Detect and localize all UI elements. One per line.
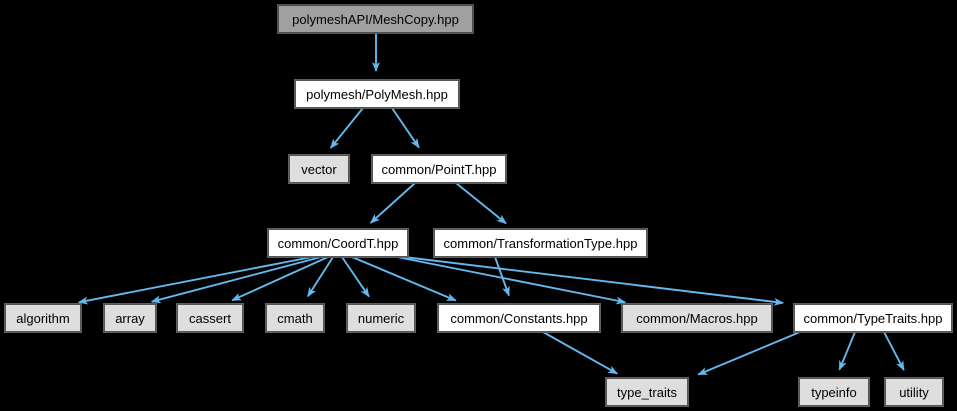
graph-node-coordt[interactable]: common/CoordT.hpp [267, 228, 409, 258]
graph-node-vector[interactable]: vector [288, 154, 350, 184]
graph-edge-coordt-to-numeric [341, 256, 370, 298]
graph-node-numeric[interactable]: numeric [346, 303, 416, 333]
graph-node-cassert[interactable]: cassert [176, 303, 244, 333]
graph-node-label: array [115, 310, 145, 326]
graph-node-label: polymesh/PolyMesh.hpp [306, 86, 448, 102]
graph-node-label: vector [301, 161, 337, 177]
graph-edge-coordt-to-macros [396, 256, 627, 305]
graph-node-polymesh[interactable]: polymesh/PolyMesh.hpp [294, 79, 460, 109]
graph-node-constants[interactable]: common/Constants.hpp [437, 303, 601, 333]
graph-edge-pointt-to-transftype [455, 182, 507, 225]
graph-edge-coordt-to-constants [351, 256, 457, 302]
graph-node-algorithm[interactable]: algorithm [4, 303, 82, 333]
graph-node-type_traits[interactable]: type_traits [605, 377, 689, 407]
graph-node-pointt[interactable]: common/PointT.hpp [371, 154, 507, 184]
graph-node-label: common/TypeTraits.hpp [803, 310, 943, 326]
graph-node-label: common/CoordT.hpp [277, 235, 399, 251]
graph-node-label: type_traits [617, 384, 677, 400]
graph-node-macros[interactable]: common/Macros.hpp [621, 303, 773, 333]
graph-edge-polymesh-to-pointt [391, 107, 420, 149]
graph-edge-polymesh-to-vector [329, 107, 364, 149]
graph-node-cmath[interactable]: cmath [265, 303, 325, 333]
graph-node-transftype[interactable]: common/TransformationType.hpp [433, 228, 648, 258]
graph-edge-transftype-to-constants [494, 256, 510, 297]
graph-node-label: cmath [277, 310, 313, 326]
graph-edge-coordt-to-array [150, 256, 322, 304]
graph-node-array[interactable]: array [103, 303, 157, 333]
graph-node-label: typeinfo [811, 384, 857, 400]
graph-node-label: common/TransformationType.hpp [443, 235, 638, 251]
graph-edge-typetraits-to-utility [883, 331, 905, 371]
graph-edge-coordt-to-algorithm [77, 256, 313, 305]
graph-edge-coordt-to-cmath [307, 256, 334, 298]
graph-edge-coordt-to-cassert [231, 256, 329, 302]
graph-edge-coordt-to-typetraits [403, 256, 785, 306]
graph-node-typeinfo[interactable]: typeinfo [798, 377, 870, 407]
graph-edge-pointt-to-coordt [369, 182, 416, 224]
graph-node-label: cassert [189, 310, 231, 326]
graph-node-label: numeric [357, 310, 405, 326]
graph-node-typetraits[interactable]: common/TypeTraits.hpp [793, 303, 953, 333]
graph-node-label: utility [899, 384, 929, 400]
graph-node-label: common/Constants.hpp [450, 310, 588, 326]
graph-node-label: algorithm [16, 310, 70, 326]
graph-edge-typetraits-to-type_traits [697, 331, 801, 376]
graph-node-meshcopy[interactable]: polymeshAPI/MeshCopy.hpp [277, 4, 474, 34]
graph-node-utility[interactable]: utility [884, 377, 944, 407]
graph-node-label: common/Macros.hpp [636, 310, 758, 326]
graph-edge-typetraits-to-typeinfo [838, 331, 856, 371]
graph-edge-constants-to-type_traits [542, 331, 619, 375]
graph-node-label: common/PointT.hpp [381, 161, 497, 177]
graph-node-label: polymeshAPI/MeshCopy.hpp [292, 11, 459, 27]
